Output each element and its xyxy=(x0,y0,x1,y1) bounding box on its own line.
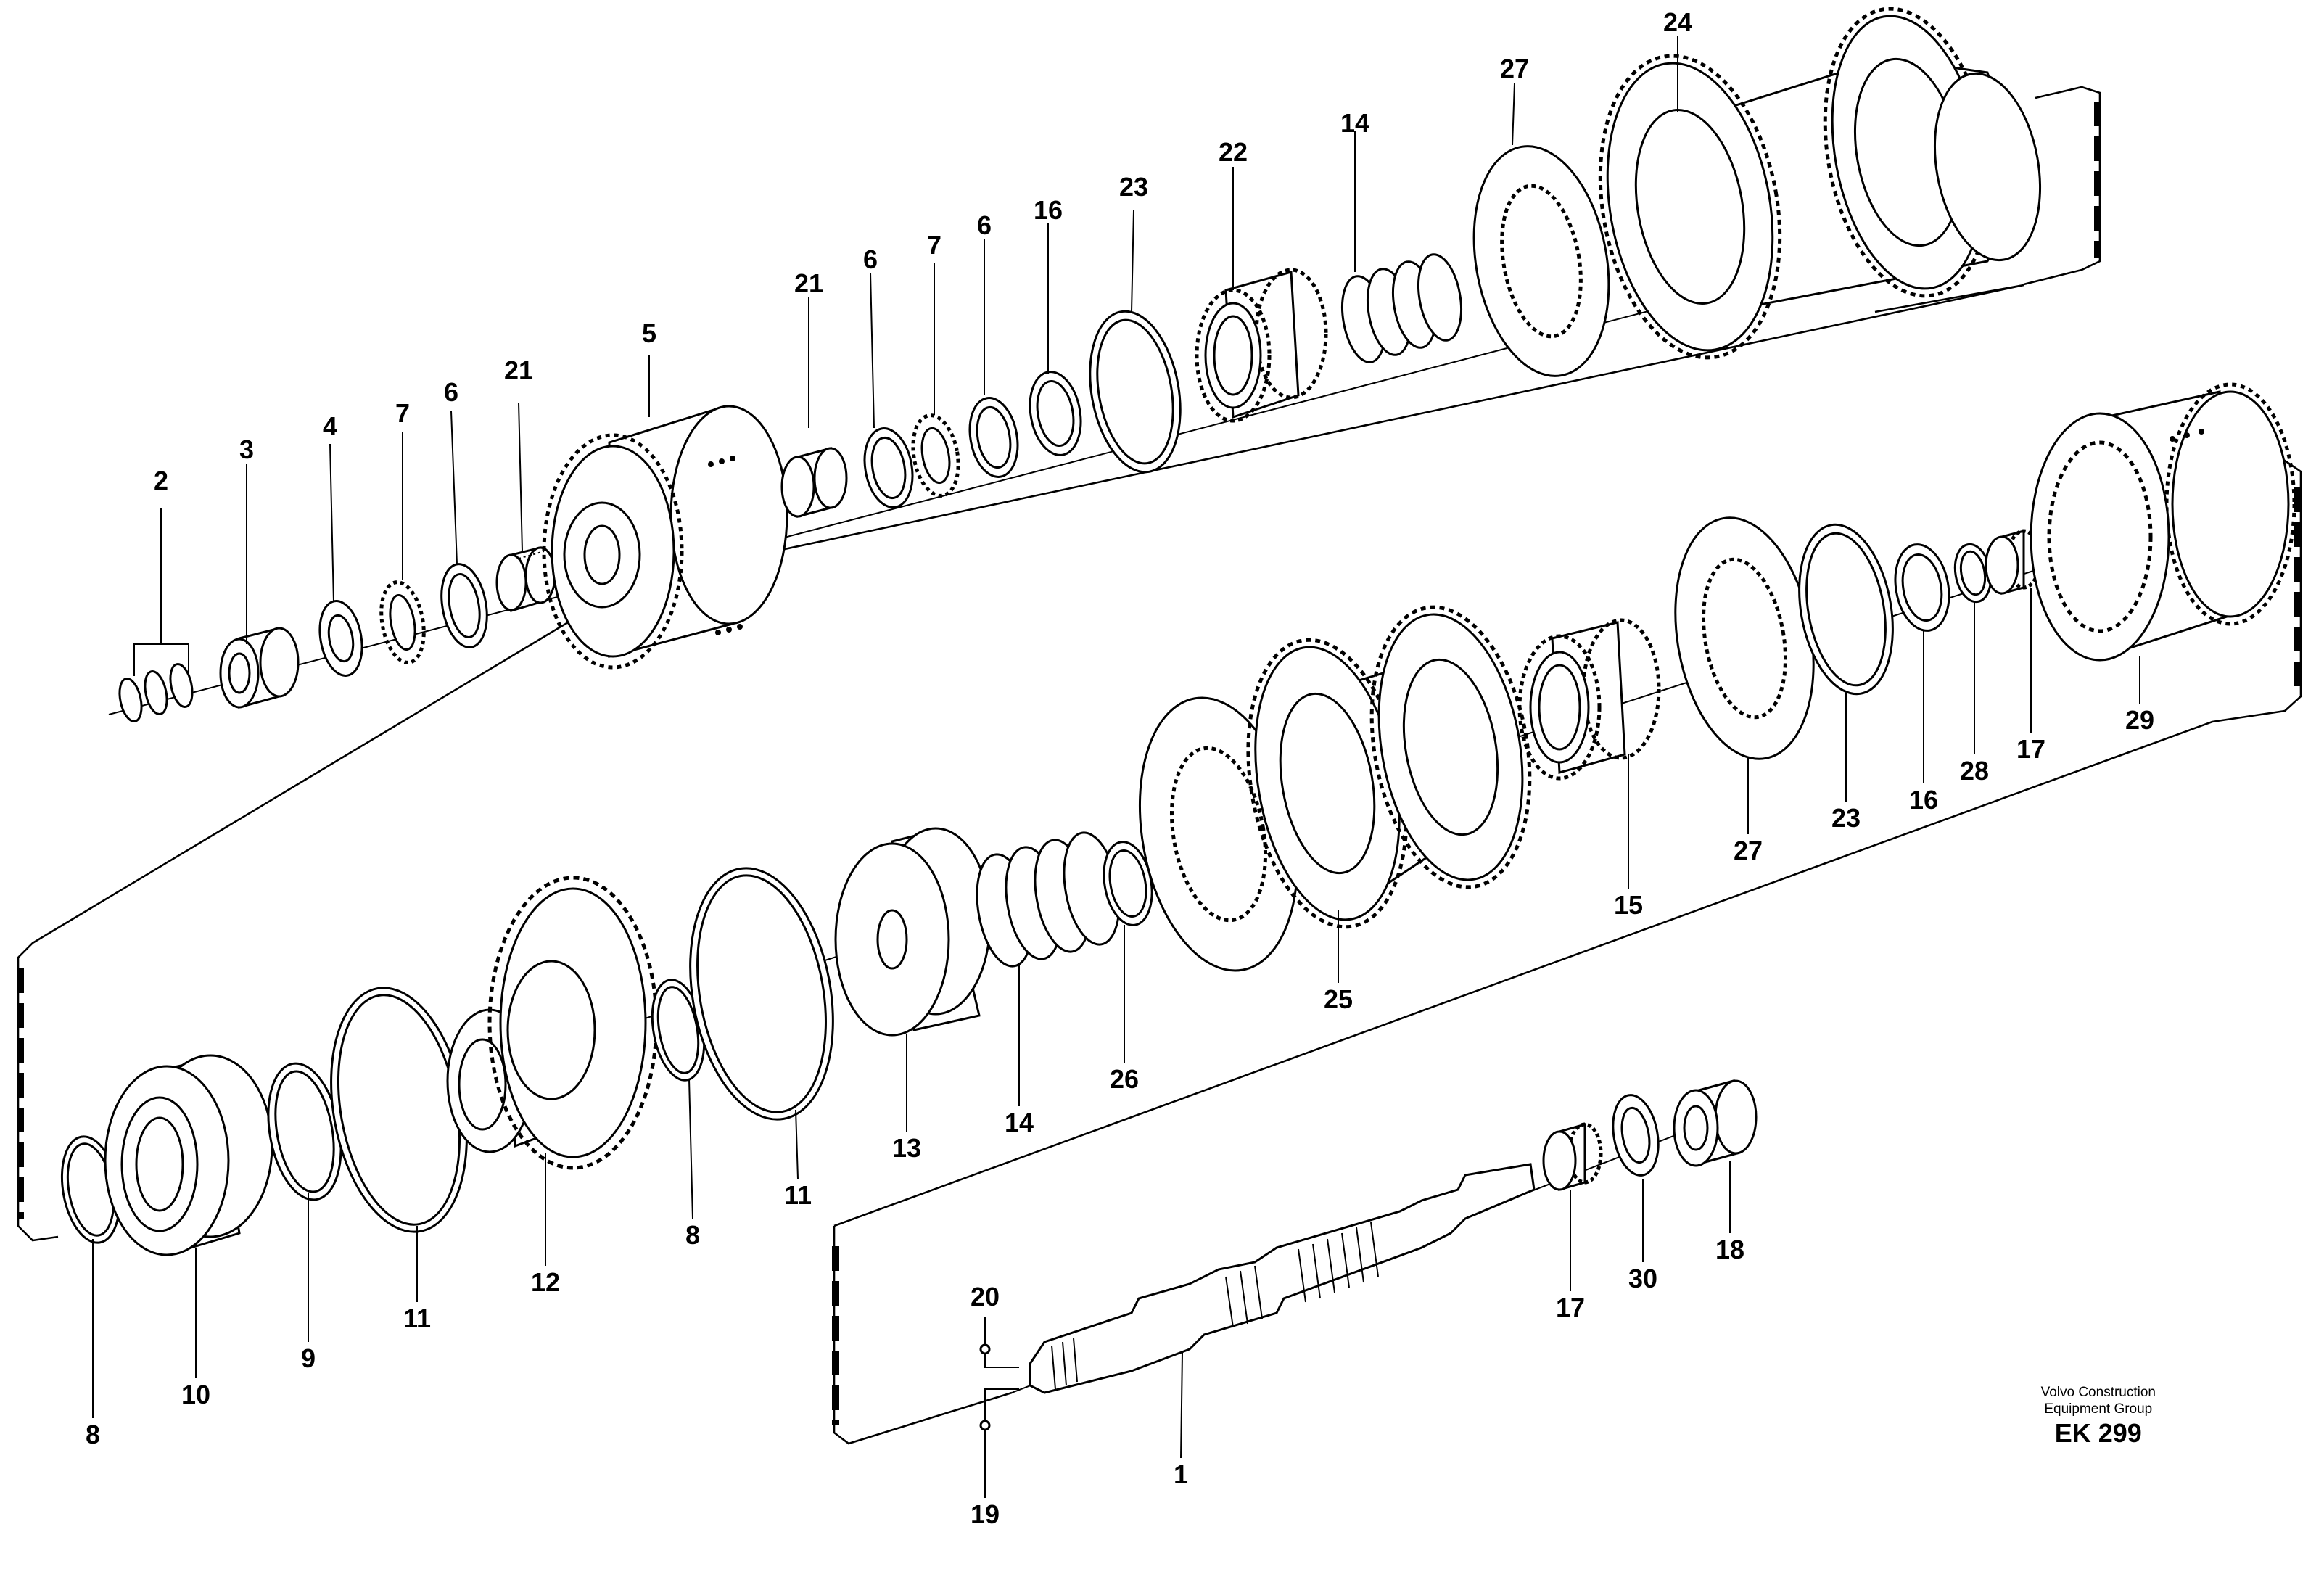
part-18-bearing xyxy=(1673,1079,1758,1167)
callout-5: 5 xyxy=(642,318,656,348)
callout-23: 23 xyxy=(1119,172,1148,202)
part-8-snap-ring-b xyxy=(651,979,706,1082)
publisher-credit: Volvo Construction Equipment Group EK 29… xyxy=(2041,1384,2156,1449)
part-11-seal-ring xyxy=(330,987,468,1233)
callout-17: 17 xyxy=(2016,734,2045,764)
callout-4: 4 xyxy=(323,411,337,441)
callout-12: 12 xyxy=(531,1267,560,1297)
callout-3: 3 xyxy=(239,435,254,464)
callout-6: 6 xyxy=(444,377,458,407)
callout-labels: 2 3 4 7 6 21 5 21 6 7 6 16 23 22 14 27 2… xyxy=(86,7,2154,1529)
callout-1: 1 xyxy=(1174,1459,1188,1489)
part-27-friction-disc xyxy=(1472,145,1610,377)
bottom-row-parts xyxy=(979,1079,1758,1431)
part-17-needle-bearing xyxy=(1985,529,2042,595)
part-26-ring xyxy=(1103,841,1153,926)
part-2-rings xyxy=(118,663,194,722)
part-25-plates xyxy=(1138,605,1532,972)
part-6-ring-c xyxy=(968,397,1019,478)
part-16-split-ring xyxy=(1029,371,1082,456)
assembly-connector-lines xyxy=(17,86,2302,1445)
part-13-piston xyxy=(834,827,992,1037)
part-23-snap-ring xyxy=(1089,310,1182,474)
part-29-clutch-drum xyxy=(2030,382,2296,662)
callout-11: 11 xyxy=(403,1304,431,1333)
callout-23-b: 23 xyxy=(1831,803,1861,833)
callout-7: 7 xyxy=(395,398,410,428)
callout-17-b: 17 xyxy=(1556,1293,1585,1322)
callout-28: 28 xyxy=(1960,756,1989,786)
part-24-clutch-plates xyxy=(1598,7,2042,360)
callout-22: 22 xyxy=(1219,137,1248,167)
figure-code: EK 299 xyxy=(2054,1418,2142,1448)
callout-11-b: 11 xyxy=(784,1180,812,1210)
callout-10: 10 xyxy=(181,1380,210,1409)
part-21-needle-bearing-b xyxy=(780,447,848,518)
callout-16: 16 xyxy=(1034,195,1063,225)
callout-16-b: 16 xyxy=(1909,785,1938,815)
credit-line-1: Volvo Construction xyxy=(2040,1385,2156,1400)
part-16-split-ring-b xyxy=(1894,543,1950,632)
part-30-washer xyxy=(1612,1094,1660,1177)
callout-6-b: 6 xyxy=(863,244,878,274)
part-17-needle-bearing-b xyxy=(1542,1122,1603,1191)
callout-26: 26 xyxy=(1110,1064,1139,1094)
part-22-splined-hub xyxy=(1195,268,1328,423)
callout-21: 21 xyxy=(504,355,533,385)
callout-30: 30 xyxy=(1628,1264,1657,1293)
part-23-snap-ring-b xyxy=(1798,523,1894,696)
callout-14: 14 xyxy=(1340,108,1369,138)
credit-line-2: Equipment Group xyxy=(2044,1401,2153,1417)
part-7-lock-ring-b xyxy=(911,413,960,498)
part-3-bearing xyxy=(219,627,300,709)
part-7-lock-ring xyxy=(379,580,426,664)
callout-27: 27 xyxy=(1500,54,1529,83)
part-14-spring-b xyxy=(976,831,1121,968)
callout-2: 2 xyxy=(154,466,168,495)
callout-18: 18 xyxy=(1715,1235,1744,1264)
part-1-shaft xyxy=(1029,1163,1536,1394)
callout-8-b: 8 xyxy=(685,1220,700,1250)
callout-14-b: 14 xyxy=(1005,1108,1034,1137)
leader-lines xyxy=(92,36,2140,1498)
part-4-washer xyxy=(318,600,363,677)
callout-27-b: 27 xyxy=(1734,836,1763,865)
callout-24: 24 xyxy=(1663,7,1692,37)
callout-7-b: 7 xyxy=(927,230,941,260)
callout-19: 19 xyxy=(971,1499,1000,1529)
part-6-ring-b xyxy=(863,427,914,508)
callout-9: 9 xyxy=(301,1343,316,1373)
callout-8: 8 xyxy=(86,1420,100,1449)
part-11-seal-ring-b xyxy=(689,867,834,1121)
part-6-ring xyxy=(440,563,488,648)
callout-29: 29 xyxy=(2125,705,2154,735)
part-14-spring xyxy=(1341,253,1462,363)
callout-13: 13 xyxy=(892,1133,921,1163)
callout-6-c: 6 xyxy=(977,210,992,240)
part-9-o-ring xyxy=(267,1062,342,1201)
callout-15: 15 xyxy=(1614,890,1643,920)
part-10-housing xyxy=(104,1054,273,1256)
part-27-friction-disc-b xyxy=(1674,516,1815,760)
part-15-splined-hub xyxy=(1517,618,1661,781)
part-12-gear xyxy=(446,876,659,1170)
part-21-needle-bearing xyxy=(495,546,556,613)
callout-20: 20 xyxy=(971,1282,1000,1311)
middle-row-parts xyxy=(60,382,2296,1256)
top-row-parts xyxy=(118,7,2042,722)
callout-21-b: 21 xyxy=(794,268,823,298)
callout-25: 25 xyxy=(1324,984,1353,1014)
part-5-clutch-drum xyxy=(542,404,788,670)
